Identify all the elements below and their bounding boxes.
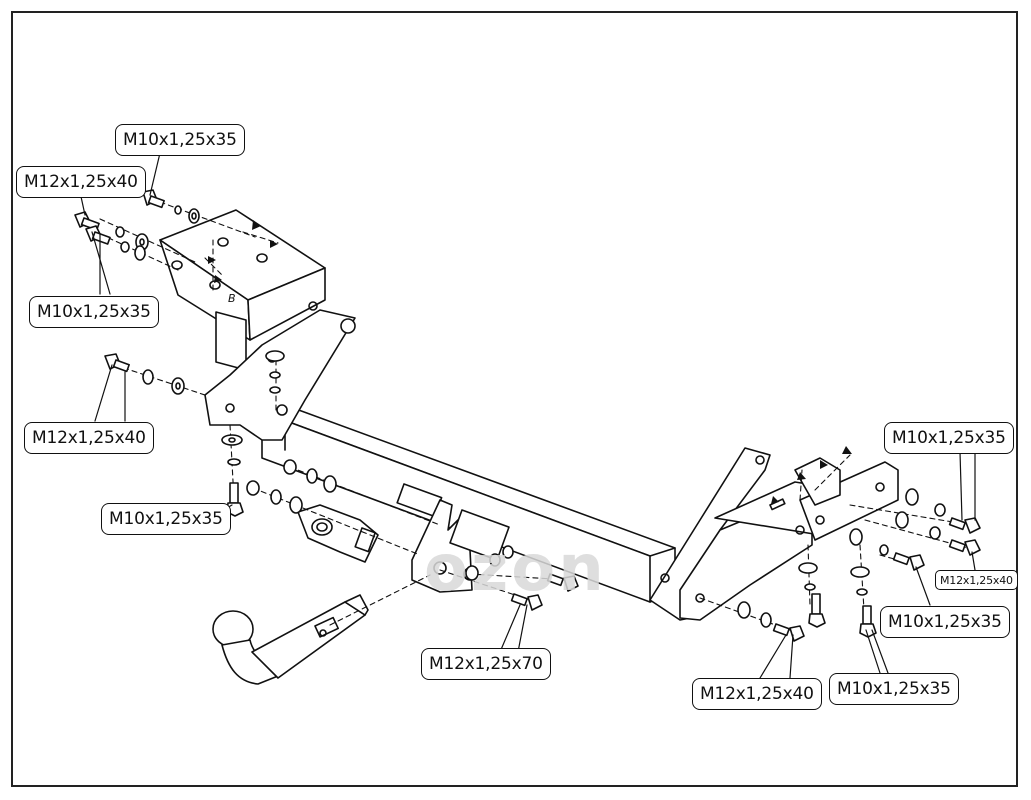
right-upper-bracket [714, 457, 899, 541]
callout-bolt-m10-left: M10x1,25x35 [29, 296, 159, 328]
washer-icons [115, 205, 946, 628]
callout-bolt-m12x70: M12x1,25x70 [421, 648, 551, 680]
right-side-plate [649, 447, 813, 621]
socket-plate [297, 504, 379, 563]
arrow-icons [208, 220, 852, 504]
callout-bolt-m10-bottom-right: M10x1,25x35 [829, 673, 959, 705]
callout-bolt-m10-top: M10x1,25x35 [115, 124, 245, 156]
callout-bolt-m10-right: M10x1,25x35 [880, 606, 1010, 638]
leader-lines [79, 152, 976, 679]
drawing-frame [11, 11, 1018, 787]
callout-bolt-m10-bottom-left: M10x1,25x35 [101, 503, 231, 535]
bracket-mark: B [228, 292, 236, 305]
callout-bolt-m12-bottom-right: M12x1,25x40 [692, 678, 822, 710]
callout-bolt-m12-top-left: M12x1,25x40 [16, 166, 146, 198]
watermark-text: ozon [424, 532, 607, 606]
tow-ball [212, 594, 369, 685]
bolt-icons [74, 189, 981, 642]
crossbar [261, 404, 676, 603]
callout-bolt-m10-top-right: M10x1,25x35 [884, 422, 1014, 454]
ball-mount-bracket [411, 499, 510, 593]
callout-bolt-m12-left: M12x1,25x40 [24, 422, 154, 454]
callout-bolt-m12-right: M12x1,25x40 [935, 570, 1018, 590]
